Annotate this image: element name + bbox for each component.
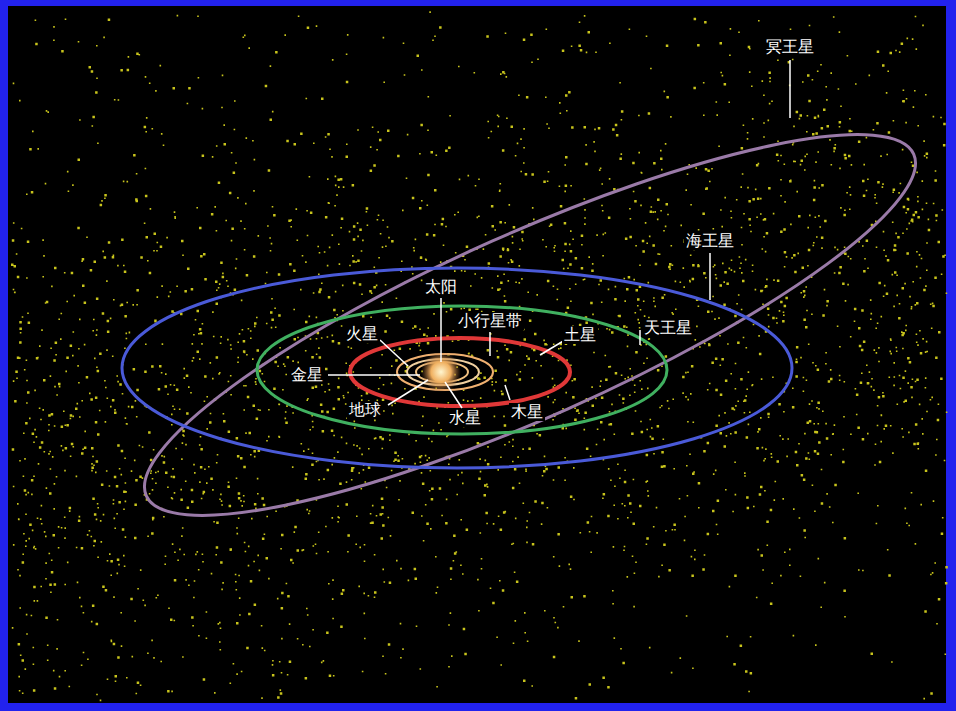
space-background <box>8 6 946 703</box>
planet-label: 地球 <box>347 401 383 419</box>
saturn-orbit <box>257 306 667 434</box>
planet-label: 水星 <box>447 409 483 427</box>
planet-label: 冥王星 <box>764 38 816 56</box>
planet-label: 金星 <box>289 366 325 384</box>
planet-label: 天王星 <box>642 319 694 337</box>
planet-label: 海王星 <box>684 232 736 250</box>
sun-label: 太阳 <box>423 278 459 296</box>
leader-lines <box>328 60 790 408</box>
planet-label: 木星 <box>509 403 545 421</box>
kuiper-belt-objects <box>11 11 948 701</box>
neptune-orbit <box>122 268 792 468</box>
planet-label: 土星 <box>562 326 598 344</box>
planet-label: 火星 <box>344 325 380 343</box>
belt-label: 小行星带 <box>456 312 524 330</box>
jupiter-orbit <box>350 338 570 406</box>
pluto-orbit <box>109 70 951 580</box>
